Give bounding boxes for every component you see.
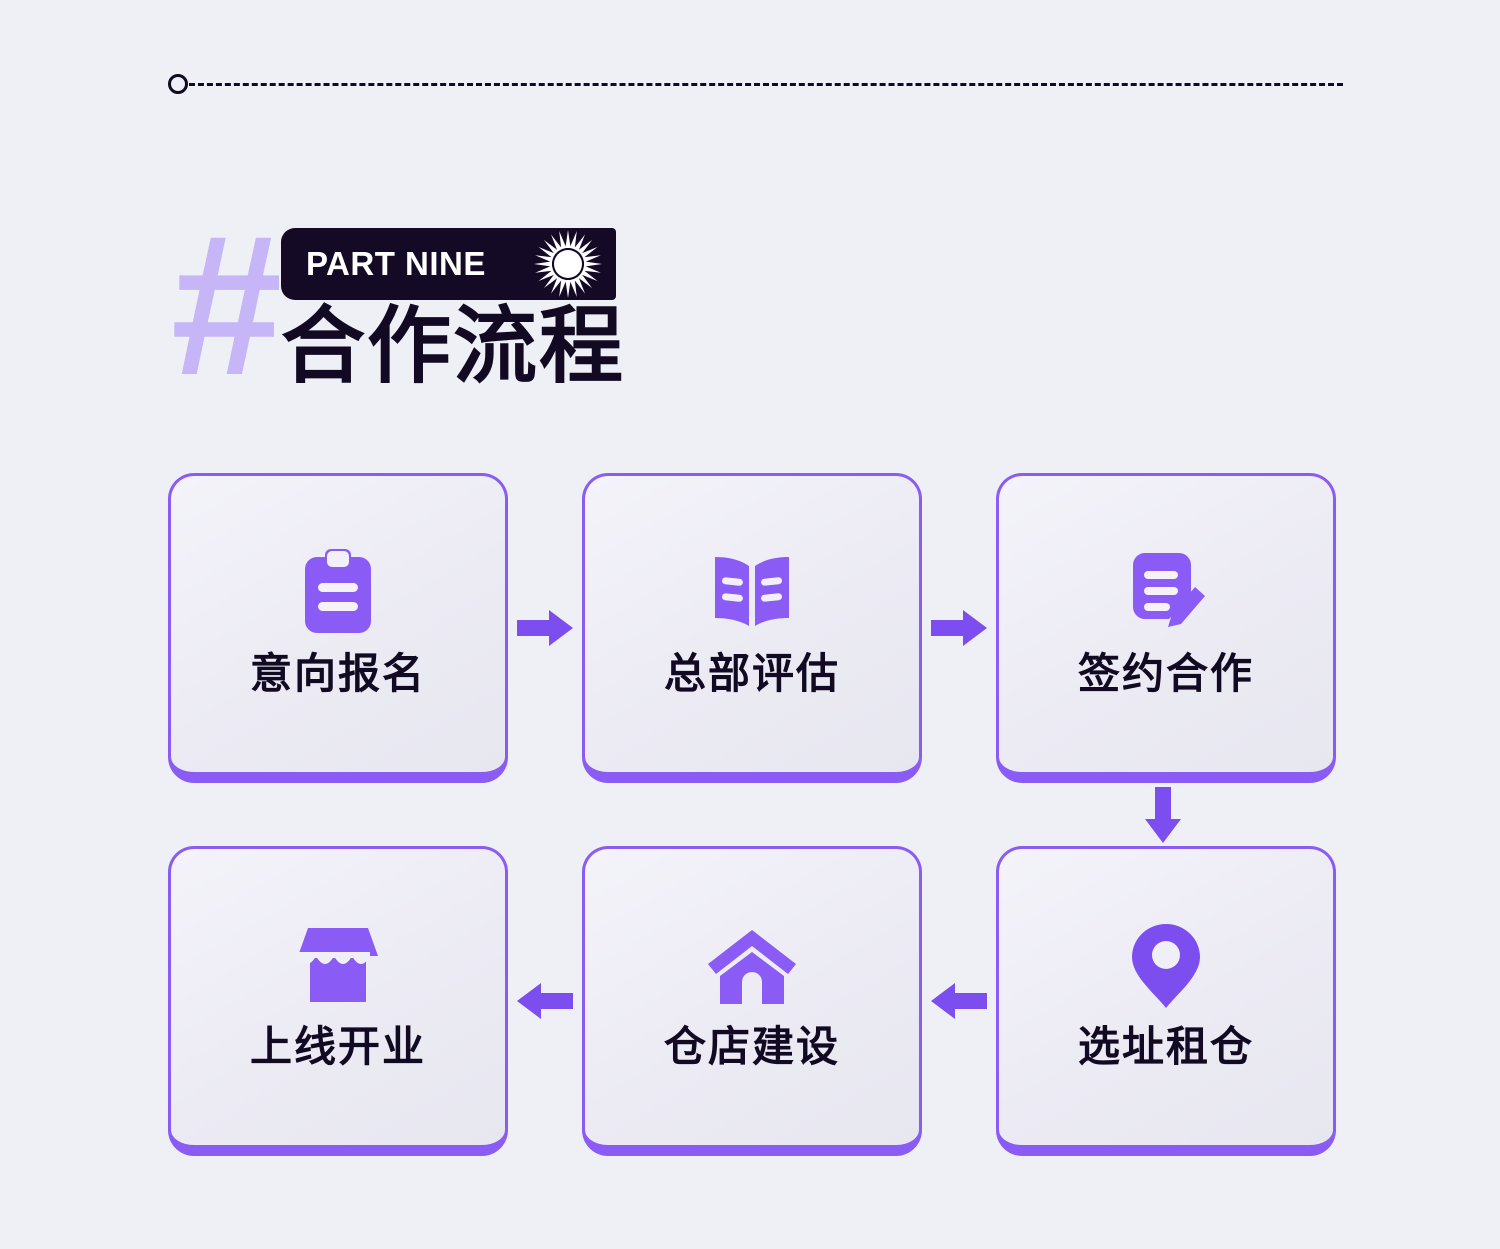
arrow-right-icon	[922, 473, 996, 783]
flow-step-card[interactable]: 上线开业	[168, 846, 508, 1156]
location-pin-icon	[1120, 920, 1212, 1012]
storefront-icon	[292, 920, 384, 1012]
clipboard-icon	[292, 547, 384, 639]
flow-step-label: 上线开业	[249, 1023, 426, 1070]
open-book-icon	[706, 547, 798, 639]
section-header: # PART NINE	[168, 194, 868, 417]
house-icon	[706, 920, 798, 1012]
flow-step-card[interactable]: 仓店建设	[582, 846, 922, 1156]
process-flow: 意向报名 总部评估	[168, 473, 1336, 1173]
arrow-right-icon	[508, 473, 582, 783]
flow-row-top: 意向报名 总部评估	[168, 473, 1336, 783]
sunburst-icon	[506, 228, 616, 300]
top-divider	[168, 68, 1343, 100]
flow-step-card[interactable]: 签约合作	[996, 473, 1336, 783]
flow-row-bottom: 上线开业 仓店建设	[168, 846, 1336, 1156]
flow-step-label: 意向报名	[249, 650, 426, 697]
flow-step-label: 总部评估	[663, 650, 840, 697]
hash-decoration: #	[168, 194, 279, 417]
part-badge: PART NINE	[281, 228, 616, 300]
arrow-left-icon	[922, 846, 996, 1156]
flow-step-label: 选址租仓	[1077, 1023, 1254, 1070]
flow-step-label: 签约合作	[1077, 650, 1254, 697]
flow-step-card[interactable]: 意向报名	[168, 473, 508, 783]
arrow-left-icon	[508, 846, 582, 1156]
page-title: 合作流程	[281, 299, 626, 393]
flow-step-label: 仓店建设	[663, 1023, 840, 1070]
flow-step-card[interactable]: 选址租仓	[996, 846, 1336, 1156]
document-pen-icon	[1120, 547, 1212, 639]
dashed-line	[189, 82, 1343, 86]
arrow-down-icon	[1133, 783, 1193, 846]
flow-step-card[interactable]: 总部评估	[582, 473, 922, 783]
circle-outline-icon	[168, 74, 188, 94]
part-badge-label: PART NINE	[306, 245, 486, 282]
